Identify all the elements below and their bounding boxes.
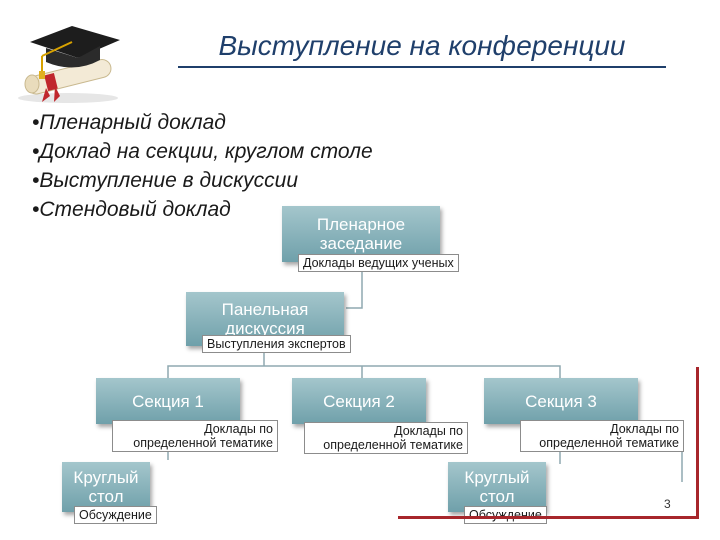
node-section-3-caption-line-1: Доклады по	[610, 422, 679, 436]
connector-panel-sections	[167, 350, 561, 378]
node-plenary-label: Пленарное заседание	[316, 215, 406, 253]
node-panel-label: Панельная дискуссия	[221, 300, 309, 338]
node-section-3: Секция 3	[484, 378, 638, 424]
node-section-2-caption: Доклады по определенной тематике	[304, 422, 468, 454]
node-section-1-caption-line-2: определенной тематике	[133, 436, 273, 450]
node-section-1-caption: Доклады по определенной тематике	[112, 420, 278, 452]
node-section-3-label: Секция 3	[525, 391, 597, 411]
accent-line-vertical	[696, 367, 699, 519]
bullet-item: •Доклад на секции, круглом столе	[32, 140, 373, 163]
node-roundtable-2-caption: Обсуждение	[464, 506, 547, 524]
node-section-1: Секция 1	[96, 378, 240, 424]
node-roundtable-2: Круглый стол	[448, 462, 546, 512]
node-panel-caption: Выступления экспертов	[202, 335, 351, 353]
node-section-2-caption-line-2: определенной тематике	[323, 438, 463, 452]
bullet-list: •Пленарный доклад •Доклад на секции, кру…	[32, 108, 373, 224]
page-number: 3	[664, 497, 671, 511]
node-plenary: Пленарное заседание	[282, 206, 440, 262]
bullet-item: •Выступление в дискуссии	[32, 169, 299, 192]
connector-plenary-panel	[346, 270, 363, 309]
node-section-3-caption-line-2: определенной тематике	[539, 436, 679, 450]
graduation-cap-diploma-icon	[18, 26, 120, 103]
node-plenary-caption: Доклады ведущих ученых	[298, 254, 459, 272]
bullet-item: •Стендовый доклад	[32, 198, 231, 221]
page-title: Выступление на конференции	[218, 30, 626, 61]
node-section-3-caption: Доклады по определенной тематике	[520, 420, 684, 452]
accent-line-horizontal	[398, 516, 699, 519]
node-section-1-caption-line-1: Доклады по	[204, 422, 273, 436]
bullet-item: •Пленарный доклад	[32, 111, 226, 134]
node-roundtable-2-label: Круглый стол	[464, 468, 530, 506]
node-section-1-label: Секция 1	[132, 391, 204, 411]
node-section-2: Секция 2	[292, 378, 426, 424]
title-underline	[178, 66, 666, 68]
node-section-2-label: Секция 2	[323, 391, 395, 411]
node-roundtable-1-label: Круглый стол	[73, 468, 139, 506]
node-roundtable-1-caption: Обсуждение	[74, 506, 157, 524]
node-section-2-caption-line-1: Доклады по	[394, 424, 463, 438]
node-roundtable-1: Круглый стол	[62, 462, 150, 512]
